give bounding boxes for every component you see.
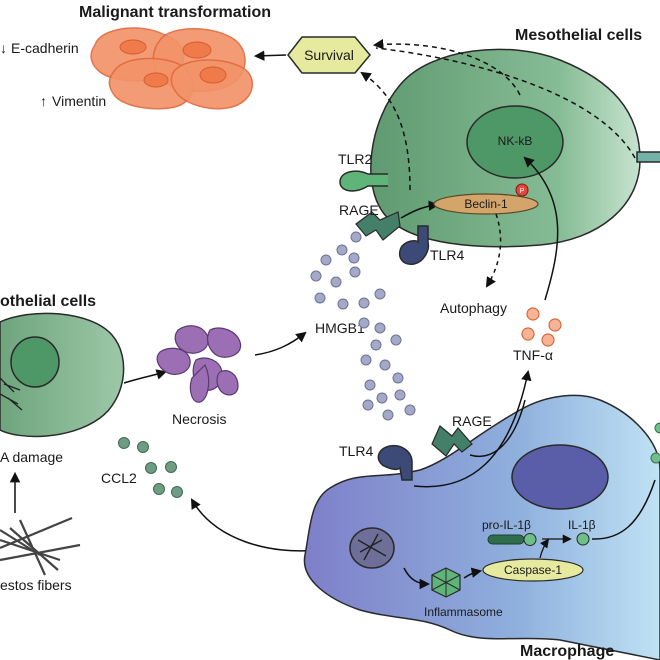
il1b-label: IL-1β	[568, 518, 596, 532]
tnf-cluster	[521, 307, 562, 347]
cell-to-necrosis-arrow	[123, 369, 168, 384]
vimentin-label: Vimentin	[52, 93, 106, 109]
tlr4-receptor-top: TLR4	[398, 225, 464, 265]
pro-il1b-icon	[487, 533, 537, 546]
internalized-fibers-icon	[357, 533, 387, 561]
ccl2-dots	[118, 437, 183, 498]
tlr4-top-label: TLR4	[430, 247, 464, 263]
rage-to-tnf-arrow	[469, 399, 526, 457]
caspase-label: Caspase-1	[504, 563, 562, 577]
asbestos-fibers-icon	[0, 516, 81, 576]
pro-il1b-label: pro-IL-1β	[482, 518, 531, 532]
survival-node: Survival	[287, 36, 371, 74]
inflammasome-label: Inflammasome	[424, 605, 503, 619]
nfkb-to-survival-arrow	[372, 39, 521, 96]
il1b-secreted-dots	[650, 422, 660, 464]
tnfa-label: TNF-α	[513, 347, 553, 363]
rage-top-label: RAGE	[339, 202, 379, 218]
il1b-secretion-arrow	[591, 479, 656, 540]
macrophage-to-ccl2-arrow	[190, 498, 319, 552]
nucleus-left	[10, 336, 60, 388]
necrosis-label: Necrosis	[172, 411, 226, 427]
hmgb1-dots-bottom	[358, 317, 416, 421]
mesothelial-left-title: othelial cells	[0, 293, 96, 310]
beclin-node: Beclin-1 P	[433, 183, 539, 215]
malignant-title: Malignant transformation	[79, 4, 271, 21]
nucleus-top	[466, 105, 564, 179]
tlr4-bottom-label: TLR4	[339, 443, 373, 459]
survival-to-malignant-arrow	[253, 50, 287, 61]
tlr2-label: TLR2	[338, 151, 372, 167]
rage-receptor-top: RAGE	[339, 202, 401, 241]
malignant-cells	[90, 27, 253, 110]
tlr4-receptor-bottom: TLR4	[339, 443, 413, 481]
rage-bottom-label: RAGE	[452, 413, 492, 429]
inflammasome-to-caspase-arrow	[463, 567, 483, 579]
phagosome-to-inflammasome-arrow	[403, 567, 431, 590]
macrophage-nucleus	[511, 444, 609, 510]
autophagy-label: Autophagy	[440, 300, 507, 316]
mesothelial-top-title: Mesothelial cells	[515, 27, 642, 44]
beclin-label: Beclin-1	[464, 197, 508, 211]
inflammasome-icon	[431, 567, 461, 598]
caspase-cleavage-arrow	[539, 538, 550, 559]
rage-receptor-bottom: RAGE	[431, 413, 492, 457]
ccl2-label: CCL2	[101, 470, 137, 486]
tlr2-receptor: TLR2	[338, 151, 388, 192]
dna-damage-label: A damage	[0, 449, 63, 465]
il1b-icon	[576, 532, 590, 546]
asbestos-label: estos fibers	[0, 577, 72, 593]
caspase-node	[482, 558, 584, 582]
hmgb1-label: HMGB1	[315, 320, 365, 336]
necrosis-to-hmgb1-arrow	[254, 331, 307, 356]
ecadherin-label: E-cadherin	[11, 40, 79, 56]
tnf-to-nfkb-arrow	[523, 156, 559, 301]
up-arrow-icon: ↑	[40, 93, 47, 109]
receptor-to-survival-arrow	[375, 47, 636, 159]
down-arrow-icon: ↓	[0, 40, 7, 56]
hmgb1-dots-top	[310, 231, 386, 310]
phospho-icon: P	[520, 188, 525, 195]
survival-label: Survival	[304, 47, 354, 63]
tlr2-to-survival-arrow	[360, 71, 411, 191]
tlr4-to-tnf-arrow	[413, 369, 532, 488]
macrophage-title: Macrophage	[520, 643, 614, 660]
nfkb-label: NK-kB	[498, 134, 533, 148]
receptor-right-edge	[636, 151, 660, 163]
necrosis-fragments	[156, 325, 242, 403]
dna-fragment-icon	[0, 377, 23, 411]
